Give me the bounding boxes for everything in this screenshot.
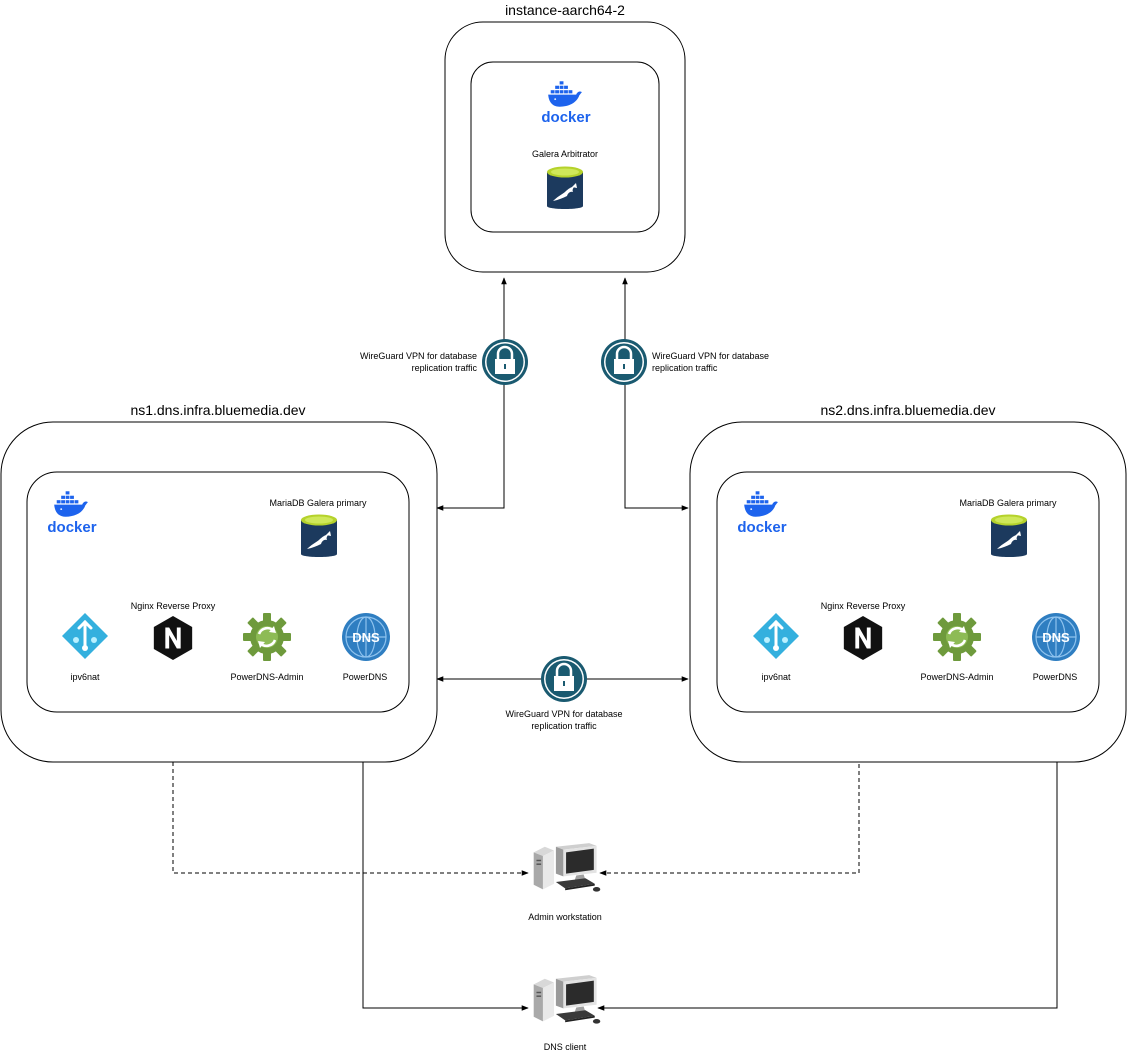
ns2-docker-label: docker bbox=[737, 519, 786, 536]
padlock-icon bbox=[480, 337, 530, 387]
ns2-title: ns2.dns.infra.bluemedia.dev bbox=[820, 402, 995, 418]
vpn-middle-label-line1: WireGuard VPN for database bbox=[505, 709, 622, 719]
edge-dnsclient-to-ns2 bbox=[597, 714, 1060, 1011]
dns-client-label: DNS client bbox=[544, 1042, 587, 1052]
computer-workstation-icon bbox=[533, 975, 601, 1024]
ns2-ipv6nat-label: ipv6nat bbox=[761, 672, 791, 682]
ns1-node: ns1.dns.infra.bluemedia.dev docker Maria… bbox=[0, 402, 438, 763]
edge-ns2-to-arbitrator-vpn bbox=[622, 277, 689, 511]
instance-title: instance-aarch64-2 bbox=[505, 2, 625, 18]
vpn-middle-label-line2: replication traffic bbox=[531, 721, 597, 731]
vpn-left: WireGuard VPN for database replication t… bbox=[360, 337, 530, 387]
vpn-right-label-line1: WireGuard VPN for database bbox=[652, 351, 769, 361]
ns1-docker-label: docker bbox=[47, 519, 96, 536]
mariadb-database-icon bbox=[301, 514, 337, 557]
mariadb-database-icon bbox=[547, 166, 583, 209]
vpn-middle: WireGuard VPN for database replication t… bbox=[505, 654, 623, 731]
mariadb-database-icon bbox=[991, 514, 1027, 557]
vpn-right: WireGuard VPN for database replication t… bbox=[599, 337, 769, 387]
powerdns-admin-gear-icon bbox=[242, 612, 292, 662]
powerdns-admin-gear-icon bbox=[932, 612, 982, 662]
computer-workstation-icon bbox=[533, 843, 601, 892]
edge-ns1-to-arbitrator-vpn bbox=[436, 277, 507, 511]
ns1-dns-icon-text: DNS bbox=[352, 630, 380, 645]
arbitrator-label: Galera Arbitrator bbox=[532, 149, 598, 159]
ns2-nginx-label: Nginx Reverse Proxy bbox=[821, 601, 906, 611]
ns2-pdns-admin-label: PowerDNS-Admin bbox=[920, 672, 993, 682]
admin-workstation-label: Admin workstation bbox=[528, 912, 602, 922]
instance-docker-label: docker bbox=[541, 109, 590, 126]
padlock-icon bbox=[539, 654, 589, 704]
ns1-mariadb-label: MariaDB Galera primary bbox=[269, 498, 367, 508]
ns1-title: ns1.dns.infra.bluemedia.dev bbox=[130, 402, 305, 418]
ns2-mariadb-label: MariaDB Galera primary bbox=[959, 498, 1057, 508]
instance-node: instance-aarch64-2 docker Galera Arbitra… bbox=[444, 2, 686, 273]
edge-dnsclient-to-ns1 bbox=[360, 714, 529, 1011]
vpn-right-label-line2: replication traffic bbox=[652, 363, 718, 373]
vpn-left-label-line1: WireGuard VPN for database bbox=[360, 351, 477, 361]
ns2-pdns-label: PowerDNS bbox=[1033, 672, 1078, 682]
vpn-left-label-line2: replication traffic bbox=[412, 363, 478, 373]
ns1-pdns-label: PowerDNS bbox=[343, 672, 388, 682]
instance-docker-box bbox=[470, 61, 660, 233]
ns1-ipv6nat-label: ipv6nat bbox=[70, 672, 100, 682]
ns2-node: ns2.dns.infra.bluemedia.dev docker Maria… bbox=[689, 402, 1127, 763]
ns1-pdns-admin-label: PowerDNS-Admin bbox=[230, 672, 303, 682]
padlock-icon bbox=[599, 337, 649, 387]
ns2-dns-icon-text: DNS bbox=[1042, 630, 1070, 645]
dns-client: DNS client bbox=[533, 975, 601, 1052]
admin-workstation: Admin workstation bbox=[528, 843, 602, 922]
ns1-nginx-label: Nginx Reverse Proxy bbox=[131, 601, 216, 611]
